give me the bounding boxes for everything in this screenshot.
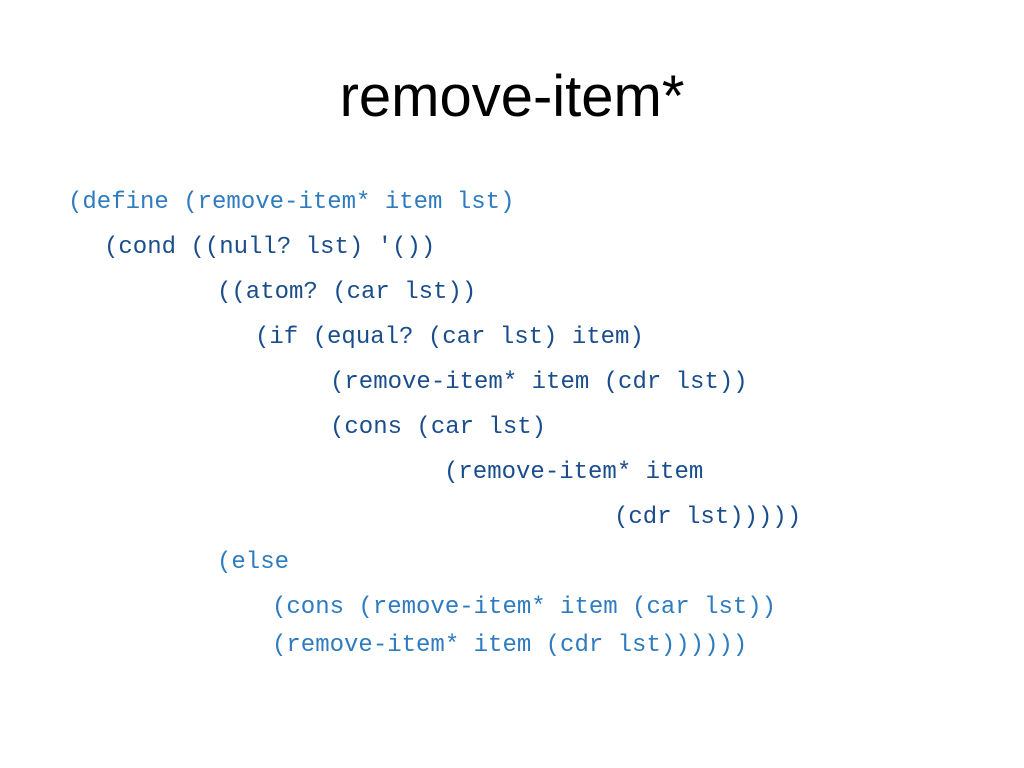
code-line-2: (cond ((null? lst) '()) xyxy=(104,234,436,261)
slide-title: remove-item* xyxy=(339,64,685,129)
code-line-4: (if (equal? (car lst) item) xyxy=(255,324,644,351)
code-line-7: (remove-item* item xyxy=(444,459,704,486)
code-line-5: (remove-item* item (cdr lst)) xyxy=(330,369,748,396)
code-line-11: (remove-item* item (cdr lst)))))) xyxy=(272,632,748,659)
code-line-1: (define (remove-item* item lst) xyxy=(68,189,515,216)
code-line-9: (else xyxy=(217,549,290,576)
code-line-10: (cons (remove-item* item (car lst)) xyxy=(272,594,777,621)
code-line-8: (cdr lst))))) xyxy=(614,504,802,531)
code-line-6: (cons (car lst) xyxy=(330,414,547,441)
code-line-3: ((atom? (car lst)) xyxy=(217,279,477,306)
